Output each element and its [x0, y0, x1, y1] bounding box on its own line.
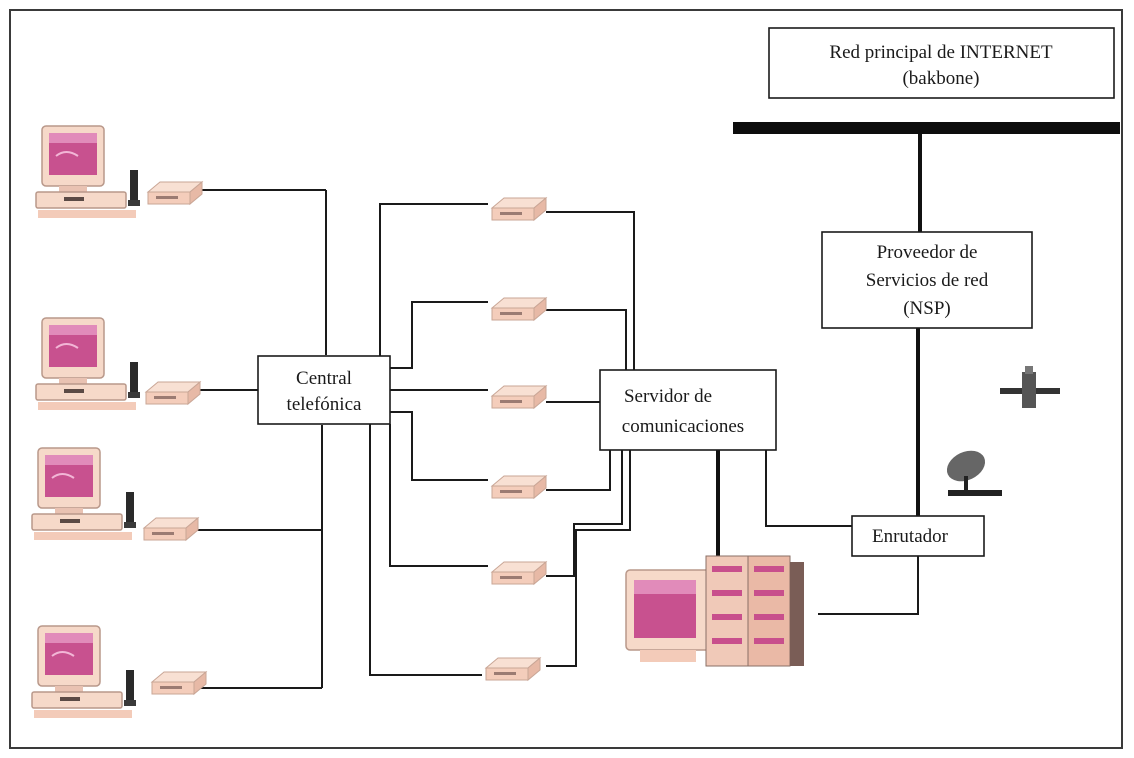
desktop-computer-icon — [35, 125, 141, 219]
diagram-frame — [9, 9, 1123, 749]
backbone-subtitle: (bakbone) — [902, 68, 979, 89]
modem-icon — [145, 381, 201, 405]
router-label: Enrutador — [872, 526, 949, 547]
modem-icon — [151, 671, 207, 695]
nsp-box: Proveedor de Servicios de red (NSP) — [821, 231, 1033, 329]
nsp-line-1: Proveedor de — [877, 242, 978, 263]
modem-icon — [143, 517, 199, 541]
desktop-computer-icon — [35, 317, 141, 411]
modem-icon — [491, 297, 547, 321]
modem-icon — [491, 475, 547, 499]
router-box: Enrutador — [851, 515, 985, 557]
satellite-icon — [1000, 366, 1060, 408]
connection-lines — [196, 122, 1120, 689]
central-line-1: Central — [296, 368, 352, 389]
central-box: Central telefónica — [257, 355, 391, 425]
modem-icon — [147, 181, 203, 205]
desktop-computer-icon — [31, 625, 137, 719]
backbone-box: Red principal de INTERNET (bakbone) — [768, 27, 1115, 99]
nsp-line-2: Servicios de red — [866, 270, 989, 291]
satellite-dish-icon — [946, 450, 1002, 496]
server-box: Servidor de comunicaciones — [599, 369, 777, 451]
modem-icon — [485, 657, 541, 681]
modem-icon — [491, 561, 547, 585]
server-line-2: comunicaciones — [622, 416, 744, 437]
modem-icon — [491, 197, 547, 221]
modem-icon — [491, 385, 547, 409]
server-line-1: Servidor de — [624, 386, 712, 407]
desktop-computer-icon — [31, 447, 137, 541]
nsp-line-3: (NSP) — [903, 298, 951, 319]
server-rack-icon — [625, 555, 804, 667]
central-line-2: telefónica — [287, 394, 362, 415]
backbone-title: Red principal de INTERNET — [829, 42, 1053, 63]
